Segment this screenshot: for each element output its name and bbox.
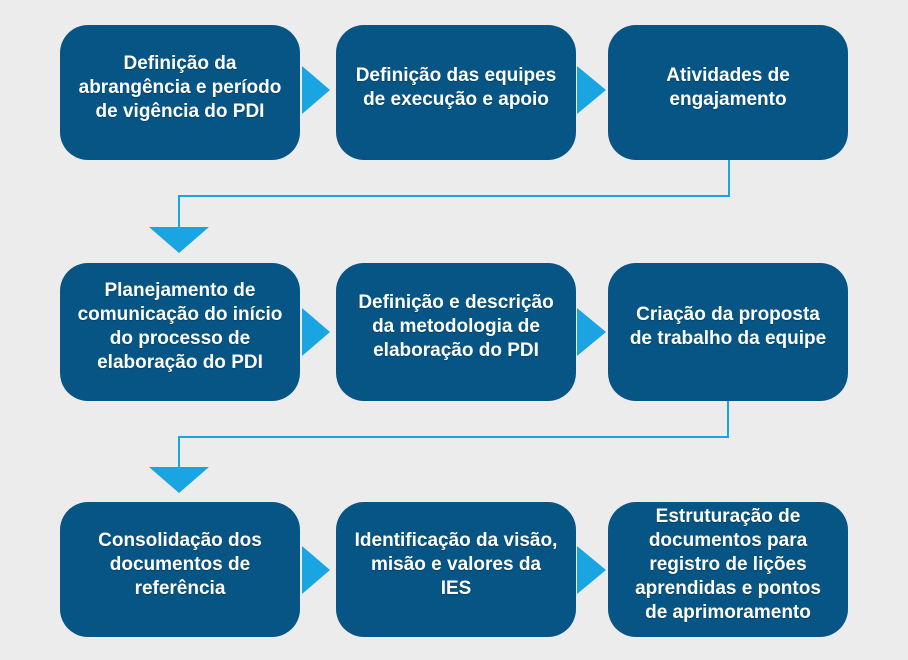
- flow-step-label: Planejamento de comunicação do início do…: [77, 280, 283, 373]
- arrow-right-icon: [302, 546, 330, 594]
- arrow-right-icon: [577, 308, 606, 356]
- flow-step-label: Definição das equipes de execução e apoi…: [355, 64, 557, 110]
- flow-step-label: Criação da proposta de trabalho da equip…: [629, 304, 827, 349]
- connector-elbow: [178, 160, 730, 229]
- flow-step-2: Definição das equipes de execução e apoi…: [336, 25, 576, 160]
- flow-step-label: Atividades de engajamento: [666, 64, 790, 110]
- arrow-right-icon: [302, 66, 330, 114]
- arrow-right-icon: [302, 308, 330, 356]
- flow-step-5: Definição e descrição da metodologia de …: [336, 263, 576, 401]
- arrow-right-icon: [577, 546, 606, 594]
- flow-step-label: Estruturação de documentos para registro…: [635, 505, 821, 623]
- flow-step-9: Estruturação de documentos para registro…: [608, 502, 848, 637]
- flow-step-1: Definição da abrangência e período de vi…: [60, 25, 300, 160]
- flow-step-7: Consolidação dos documentos de referênci…: [60, 502, 300, 637]
- arrow-down-icon: [149, 467, 209, 493]
- flow-step-label: Definição e descrição da metodologia de …: [358, 292, 554, 361]
- arrow-down-icon: [149, 227, 209, 253]
- flow-step-3: Atividades de engajamento: [608, 25, 848, 160]
- flow-step-label: Identificação da visão, misão e valores …: [354, 529, 558, 599]
- connector-elbow: [178, 401, 729, 469]
- flow-step-6: Criação da proposta de trabalho da equip…: [608, 263, 848, 401]
- arrow-right-icon: [577, 66, 606, 114]
- flow-step-4: Planejamento de comunicação do início do…: [60, 263, 300, 401]
- flow-step-label: Consolidação dos documentos de referênci…: [98, 529, 262, 599]
- flow-step-label: Definição da abrangência e período de vi…: [78, 52, 282, 122]
- flow-step-8: Identificação da visão, misão e valores …: [336, 502, 576, 637]
